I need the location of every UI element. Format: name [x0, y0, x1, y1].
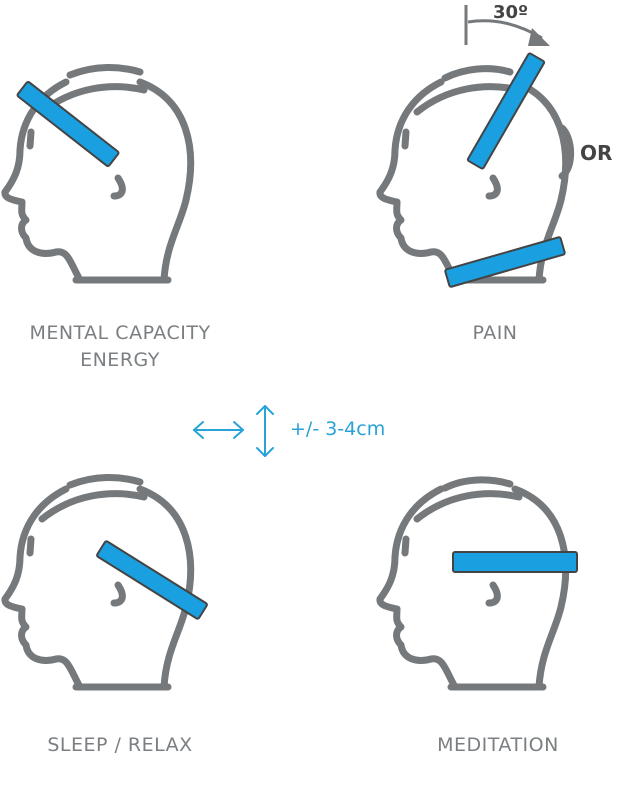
headband-icon [16, 81, 120, 167]
label-meditation: MEDITATION [437, 734, 559, 756]
head-sleep [5, 473, 208, 687]
label-sleep: SLEEP / RELAX [47, 734, 193, 756]
headband-icon [452, 551, 578, 573]
label-mental-line1: MENTAL CAPACITY [29, 322, 211, 344]
head-pain: 30º OR [380, 2, 612, 288]
head-meditation [380, 476, 578, 687]
label-mental: MENTAL CAPACITY ENERGY [0, 320, 240, 374]
head-profile-icon [5, 82, 191, 280]
headband-icon [466, 52, 546, 170]
headband-icon [96, 540, 208, 620]
head-mental [5, 63, 191, 280]
angle-label: 30º [493, 2, 528, 23]
label-pain: PAIN [472, 322, 518, 344]
label-mental-line2: ENERGY [80, 349, 160, 371]
vertical-arrow-icon [256, 405, 274, 457]
headband-icon [444, 236, 566, 288]
head-profile-icon [380, 489, 566, 687]
adjustment-label: +/- 3-4cm [290, 418, 386, 440]
or-label: OR [580, 141, 612, 165]
horizontal-arrow-icon [193, 421, 244, 439]
